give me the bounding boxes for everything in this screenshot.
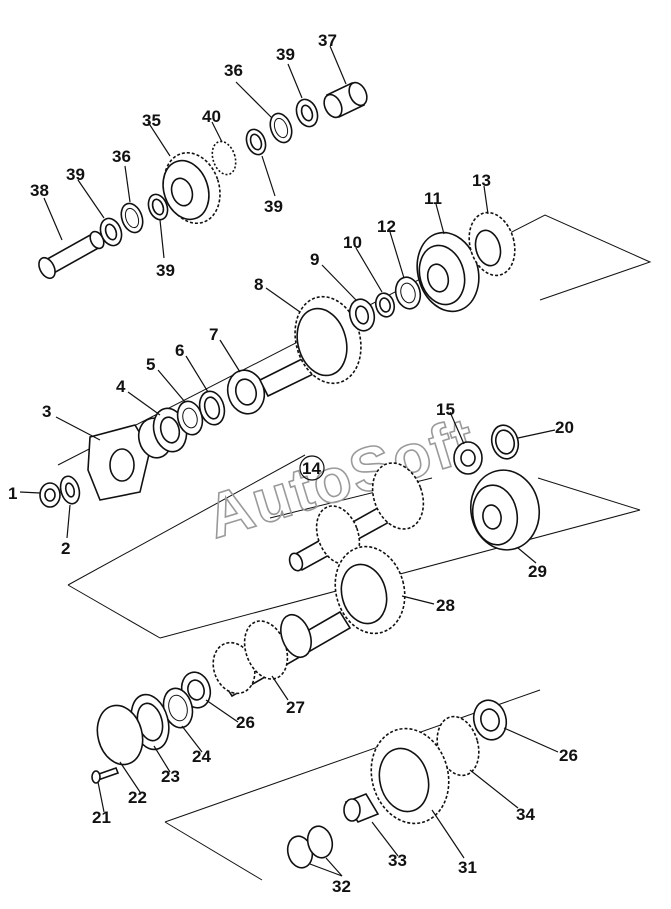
callout-5: 5 <box>146 355 155 374</box>
needle-bearing-36-left <box>120 202 144 234</box>
callout-12: 12 <box>377 217 396 236</box>
callout-27: 27 <box>286 698 305 717</box>
callout-11: 11 <box>424 189 442 208</box>
bearing-15 <box>453 441 483 475</box>
callout-8: 8 <box>254 275 263 294</box>
bearing-26-left <box>180 671 212 709</box>
output-shaft-8 <box>258 295 362 398</box>
bolt-21 <box>91 766 120 784</box>
gear-13 <box>468 211 516 277</box>
callout-38: 38 <box>30 181 49 200</box>
needle-bearing-36-right <box>269 112 293 144</box>
nut-1 <box>39 482 61 508</box>
callout-15: 15 <box>436 400 455 419</box>
callout-9: 9 <box>310 250 319 269</box>
gear-40 <box>211 140 237 176</box>
callout-14-circle <box>299 455 325 481</box>
washer-39-upper <box>245 128 267 156</box>
callout-10: 10 <box>343 233 362 252</box>
washer-39-mid <box>147 193 169 221</box>
callout-31: 31 <box>458 858 477 877</box>
callout-3: 3 <box>42 402 51 421</box>
callout-7: 7 <box>209 325 218 344</box>
needle-bearing-32 <box>286 825 334 869</box>
callout-39-lower: 39 <box>156 261 175 280</box>
callout-39-mid: 39 <box>264 197 283 216</box>
callout-33: 33 <box>388 851 407 870</box>
callout-14: 14 <box>302 459 321 478</box>
callout-39-top: 39 <box>276 45 295 64</box>
callout-26-left: 26 <box>236 713 255 732</box>
callout-36-right: 36 <box>224 61 243 80</box>
callout-37: 37 <box>318 31 337 50</box>
gear-34 <box>436 715 480 777</box>
bearing-7 <box>226 369 266 415</box>
callout-40: 40 <box>202 107 221 126</box>
ring-10 <box>374 292 396 318</box>
callout-24: 24 <box>192 747 211 766</box>
callout-23: 23 <box>161 767 180 786</box>
washer-39-left <box>99 217 123 247</box>
sleeve-37 <box>323 81 368 119</box>
gear-28 <box>334 545 406 635</box>
idler-shaft-38 <box>38 230 105 280</box>
callouts: 1 2 3 4 5 6 7 8 9 10 11 12 13 14 15 20 2… <box>8 31 578 896</box>
countershaft-14 <box>288 462 425 572</box>
callout-13: 13 <box>472 171 491 190</box>
washer-39-right <box>295 98 319 128</box>
ring-20 <box>490 424 520 460</box>
callout-35: 35 <box>142 111 161 130</box>
callout-36-left: 36 <box>112 147 131 166</box>
callout-4: 4 <box>116 377 126 396</box>
callout-28: 28 <box>436 596 455 615</box>
callout-2: 2 <box>61 539 70 558</box>
callout-6: 6 <box>175 341 184 360</box>
cover-22 <box>96 704 144 766</box>
callout-34: 34 <box>516 805 535 824</box>
callout-26-right: 26 <box>559 746 578 765</box>
gear-35 <box>162 151 221 225</box>
callout-21: 21 <box>92 808 111 827</box>
leader-lines <box>19 45 559 877</box>
callout-20: 20 <box>555 418 574 437</box>
sleeve-33 <box>343 793 380 823</box>
callout-22: 22 <box>128 788 147 807</box>
synchronizer-11 <box>416 231 480 313</box>
bearing-26-right <box>472 699 508 741</box>
callout-1: 1 <box>8 484 17 503</box>
callout-32: 32 <box>332 877 351 896</box>
clutch-hub-29 <box>470 469 540 551</box>
mainshaft-27 <box>212 610 352 698</box>
ring-9 <box>348 298 376 332</box>
gear-31 <box>370 727 450 825</box>
callout-39-left: 39 <box>66 165 85 184</box>
washer-2 <box>59 475 81 505</box>
callout-29: 29 <box>528 562 547 581</box>
